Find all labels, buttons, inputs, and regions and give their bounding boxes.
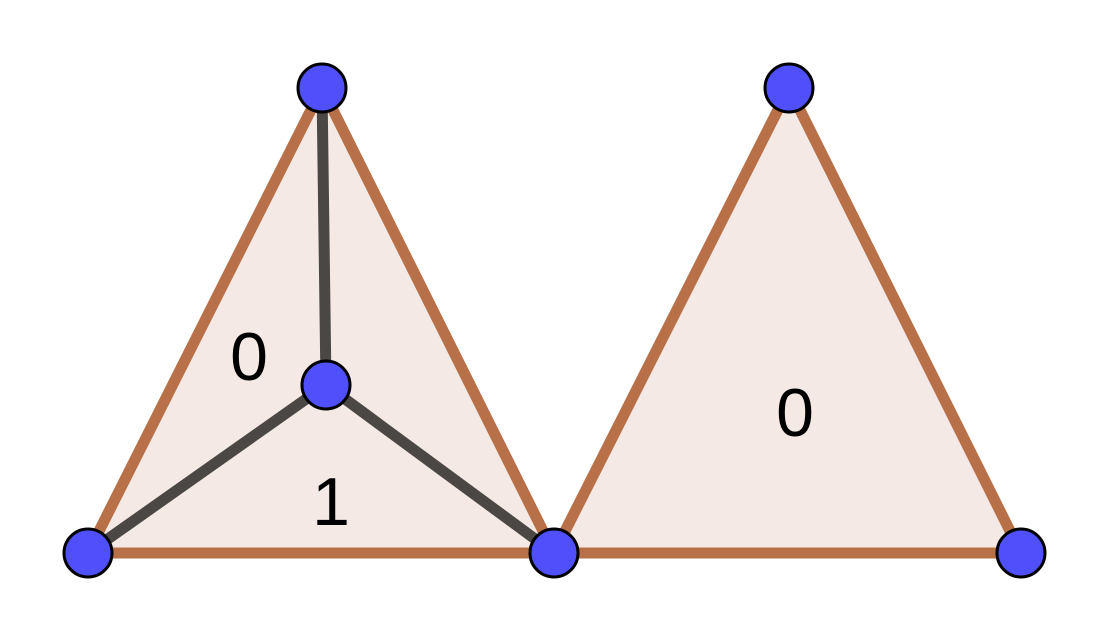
left-triangle-outline bbox=[82, 82, 560, 559]
vertex-left-center bbox=[300, 359, 352, 411]
right-triangle-outline bbox=[548, 82, 1027, 559]
face-label-left-bottom: 1 bbox=[312, 464, 350, 540]
vertex-left-bottom-left bbox=[62, 527, 114, 579]
vertex-right-bottom-right bbox=[995, 527, 1047, 579]
right-triangle-face bbox=[554, 88, 1021, 553]
vertex-shared-bottom bbox=[528, 527, 580, 579]
inner-edge-to-bottom-left bbox=[82, 379, 332, 559]
face-label-left-upper-left: 0 bbox=[230, 319, 268, 395]
inner-edge-to-shared-bottom bbox=[320, 379, 560, 559]
vertex-left-apex bbox=[296, 62, 348, 114]
face-label-right: 0 bbox=[776, 375, 814, 451]
vertex-right-apex bbox=[763, 62, 815, 114]
inner-edge-to-apex bbox=[316, 82, 332, 391]
